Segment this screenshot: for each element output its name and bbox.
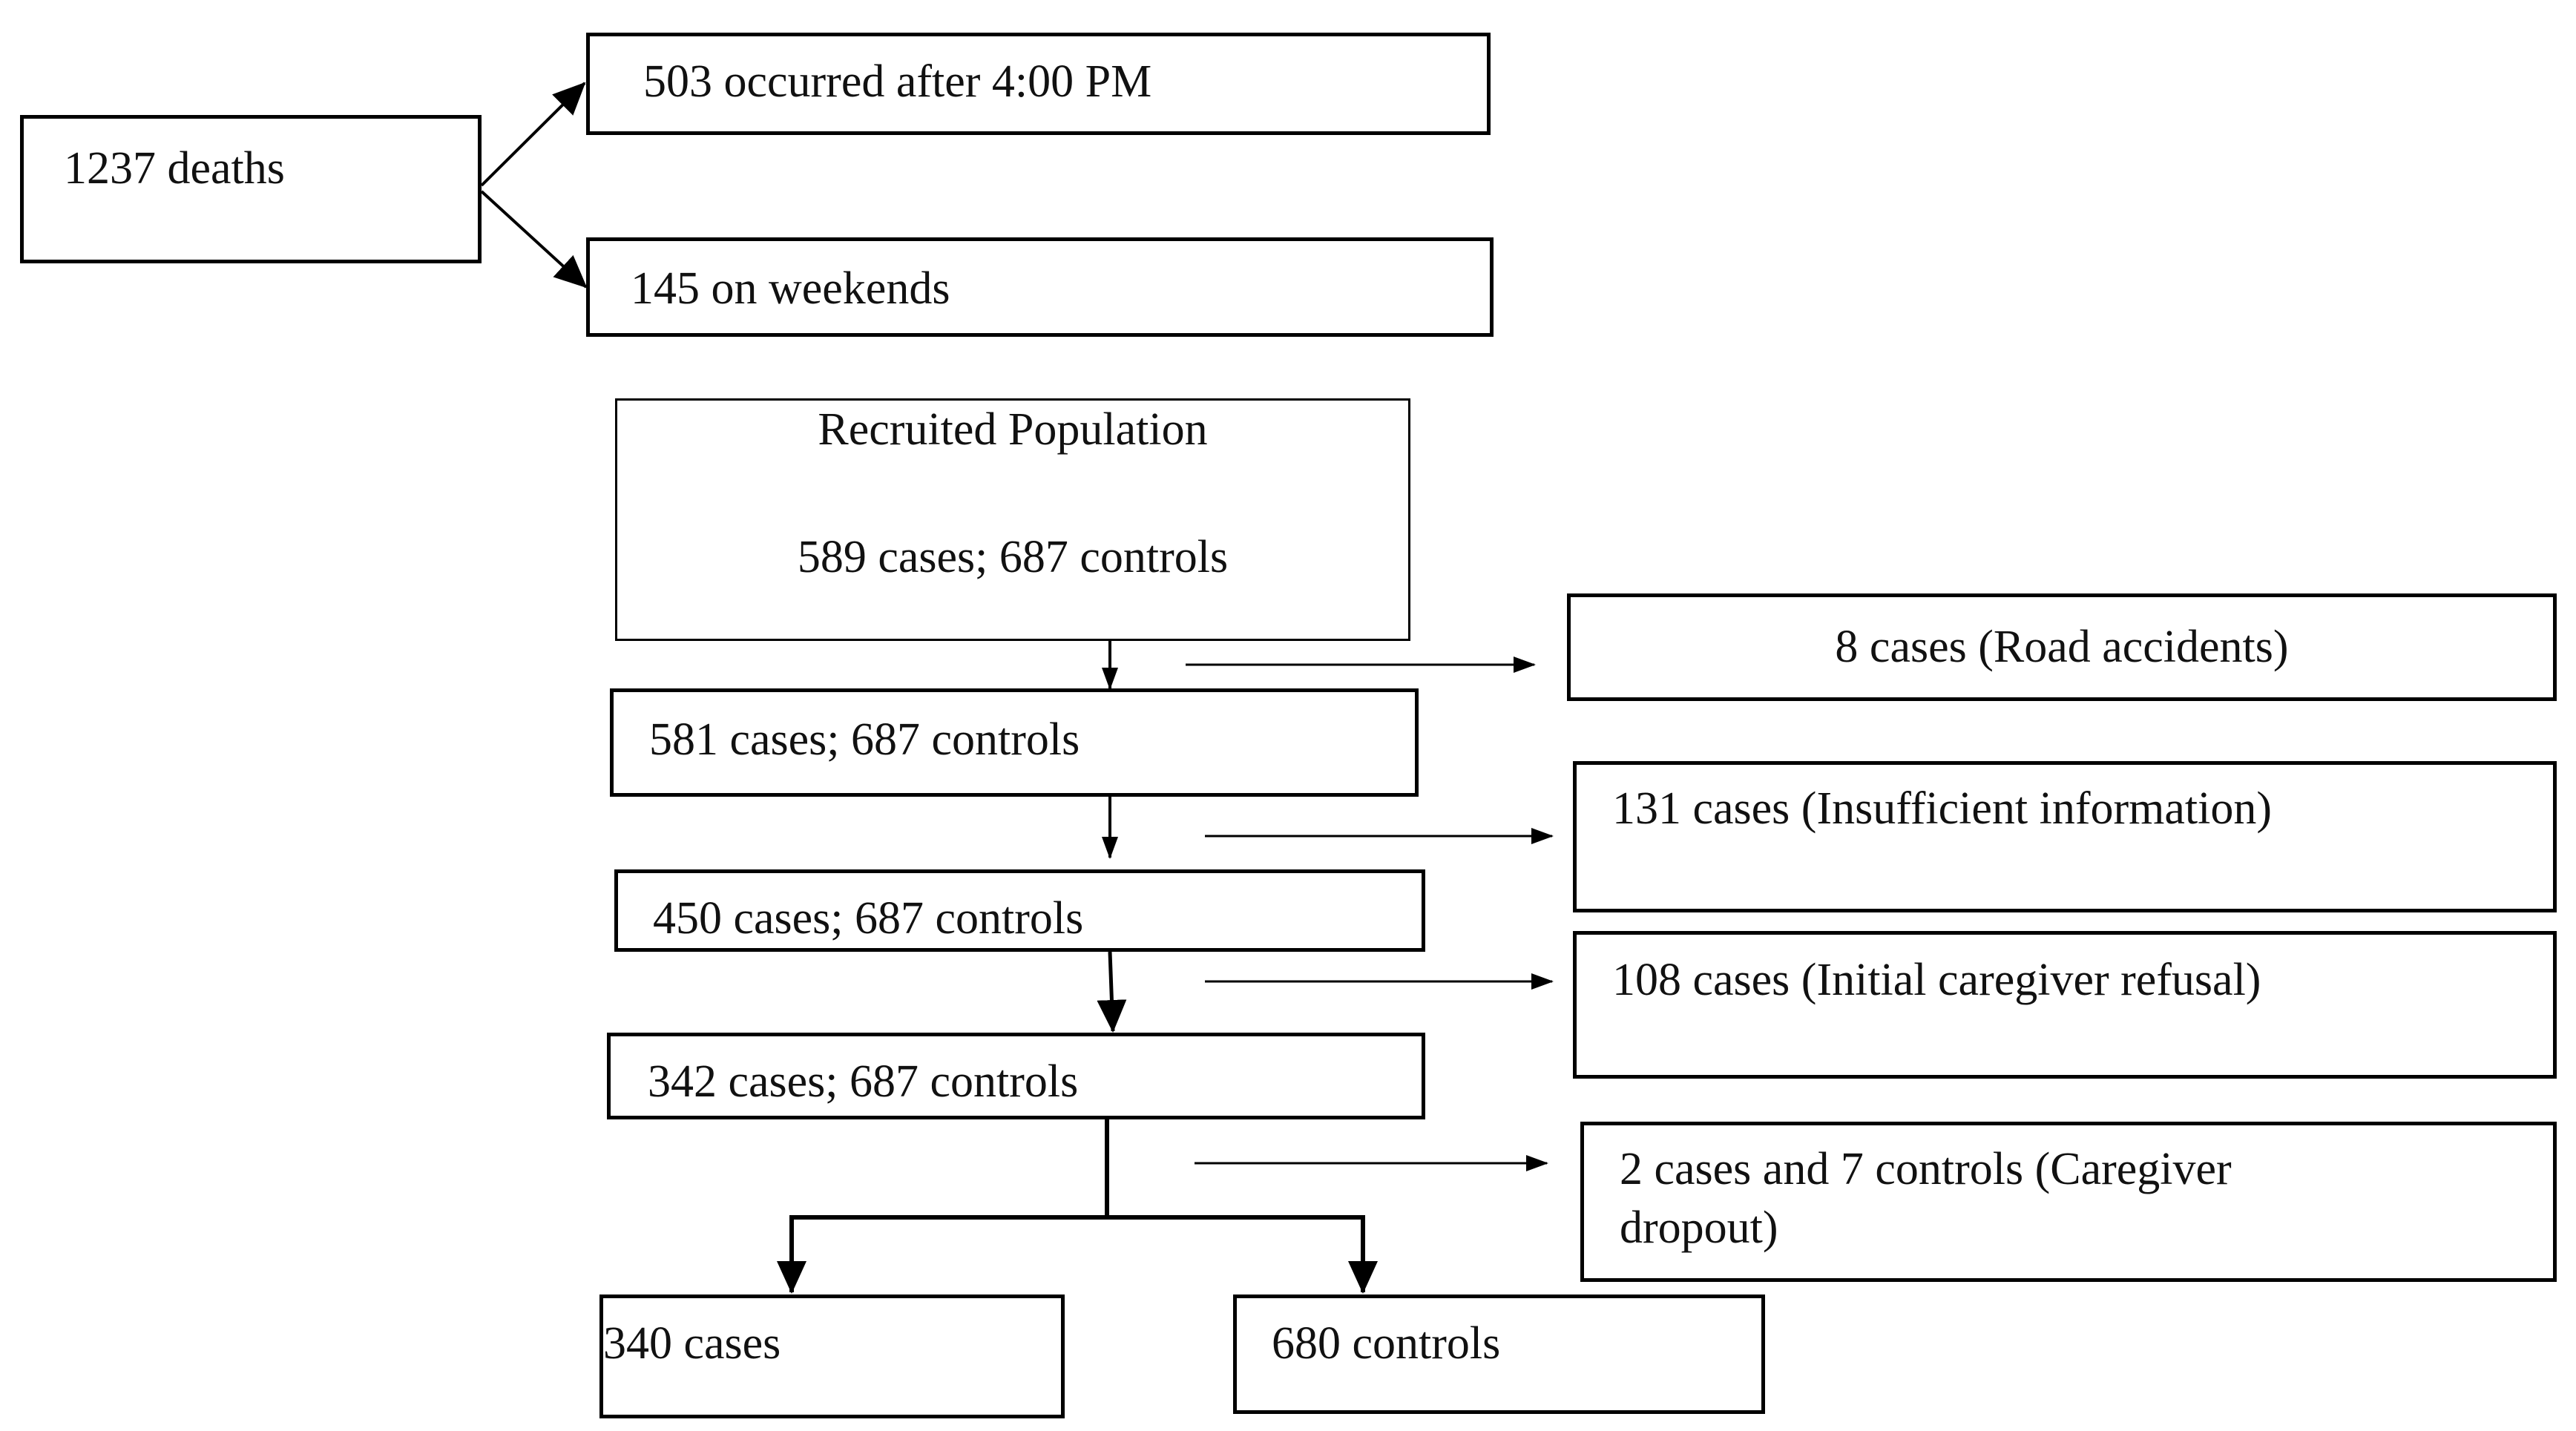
arrow-deaths-to-after4pm	[480, 82, 586, 187]
arrow-deaths-to-weekends	[480, 190, 588, 289]
exclusion-refusal-box: 108 cases (Initial caregiver refusal)	[1573, 931, 2557, 1079]
step2-label: 450 cases; 687 controls	[653, 893, 1084, 944]
weekends-box: 145 on weekends	[586, 237, 1494, 337]
final-cases-box: 340 cases	[599, 1295, 1065, 1418]
step3-box: 342 cases; 687 controls	[607, 1033, 1425, 1119]
exclusion-dropout-box: 2 cases and 7 controls (Caregiver dropou…	[1580, 1122, 2557, 1282]
step1-box: 581 cases; 687 controls	[610, 688, 1419, 797]
step2-box: 450 cases; 687 controls	[614, 869, 1425, 952]
arrow-step2-to-step3	[1097, 951, 1127, 1033]
exclusion-insufficient-box: 131 cases (Insufficient information)	[1573, 761, 2557, 912]
final-cases-label: 340 cases	[603, 1318, 781, 1369]
deaths-box: 1237 deaths	[20, 115, 482, 263]
recruited-counts: 589 cases; 687 controls	[797, 532, 1229, 582]
deaths-label: 1237 deaths	[64, 143, 285, 194]
step1-label: 581 cases; 687 controls	[649, 714, 1080, 765]
final-controls-label: 680 controls	[1272, 1318, 1501, 1369]
recruited-population-box: Recruited Population 589 cases; 687 cont…	[615, 398, 1410, 641]
final-controls-box: 680 controls	[1233, 1295, 1765, 1414]
step3-label: 342 cases; 687 controls	[648, 1056, 1079, 1107]
exclusion-insufficient-label: 131 cases (Insufficient information)	[1612, 783, 2272, 834]
exclusion-road-label: 8 cases (Road accidents)	[1835, 622, 2289, 672]
exclusion-refusal-label: 108 cases (Initial caregiver refusal)	[1612, 955, 2261, 1005]
recruited-title: Recruited Population	[818, 404, 1208, 455]
exclusion-road-box: 8 cases (Road accidents)	[1567, 593, 2557, 701]
after-4pm-label: 503 occurred after 4:00 PM	[643, 56, 1152, 107]
weekends-label: 145 on weekends	[631, 263, 950, 314]
exclusion-dropout-label: 2 cases and 7 controls (Caregiver dropou…	[1620, 1144, 2232, 1254]
after-4pm-box: 503 occurred after 4:00 PM	[586, 33, 1491, 135]
